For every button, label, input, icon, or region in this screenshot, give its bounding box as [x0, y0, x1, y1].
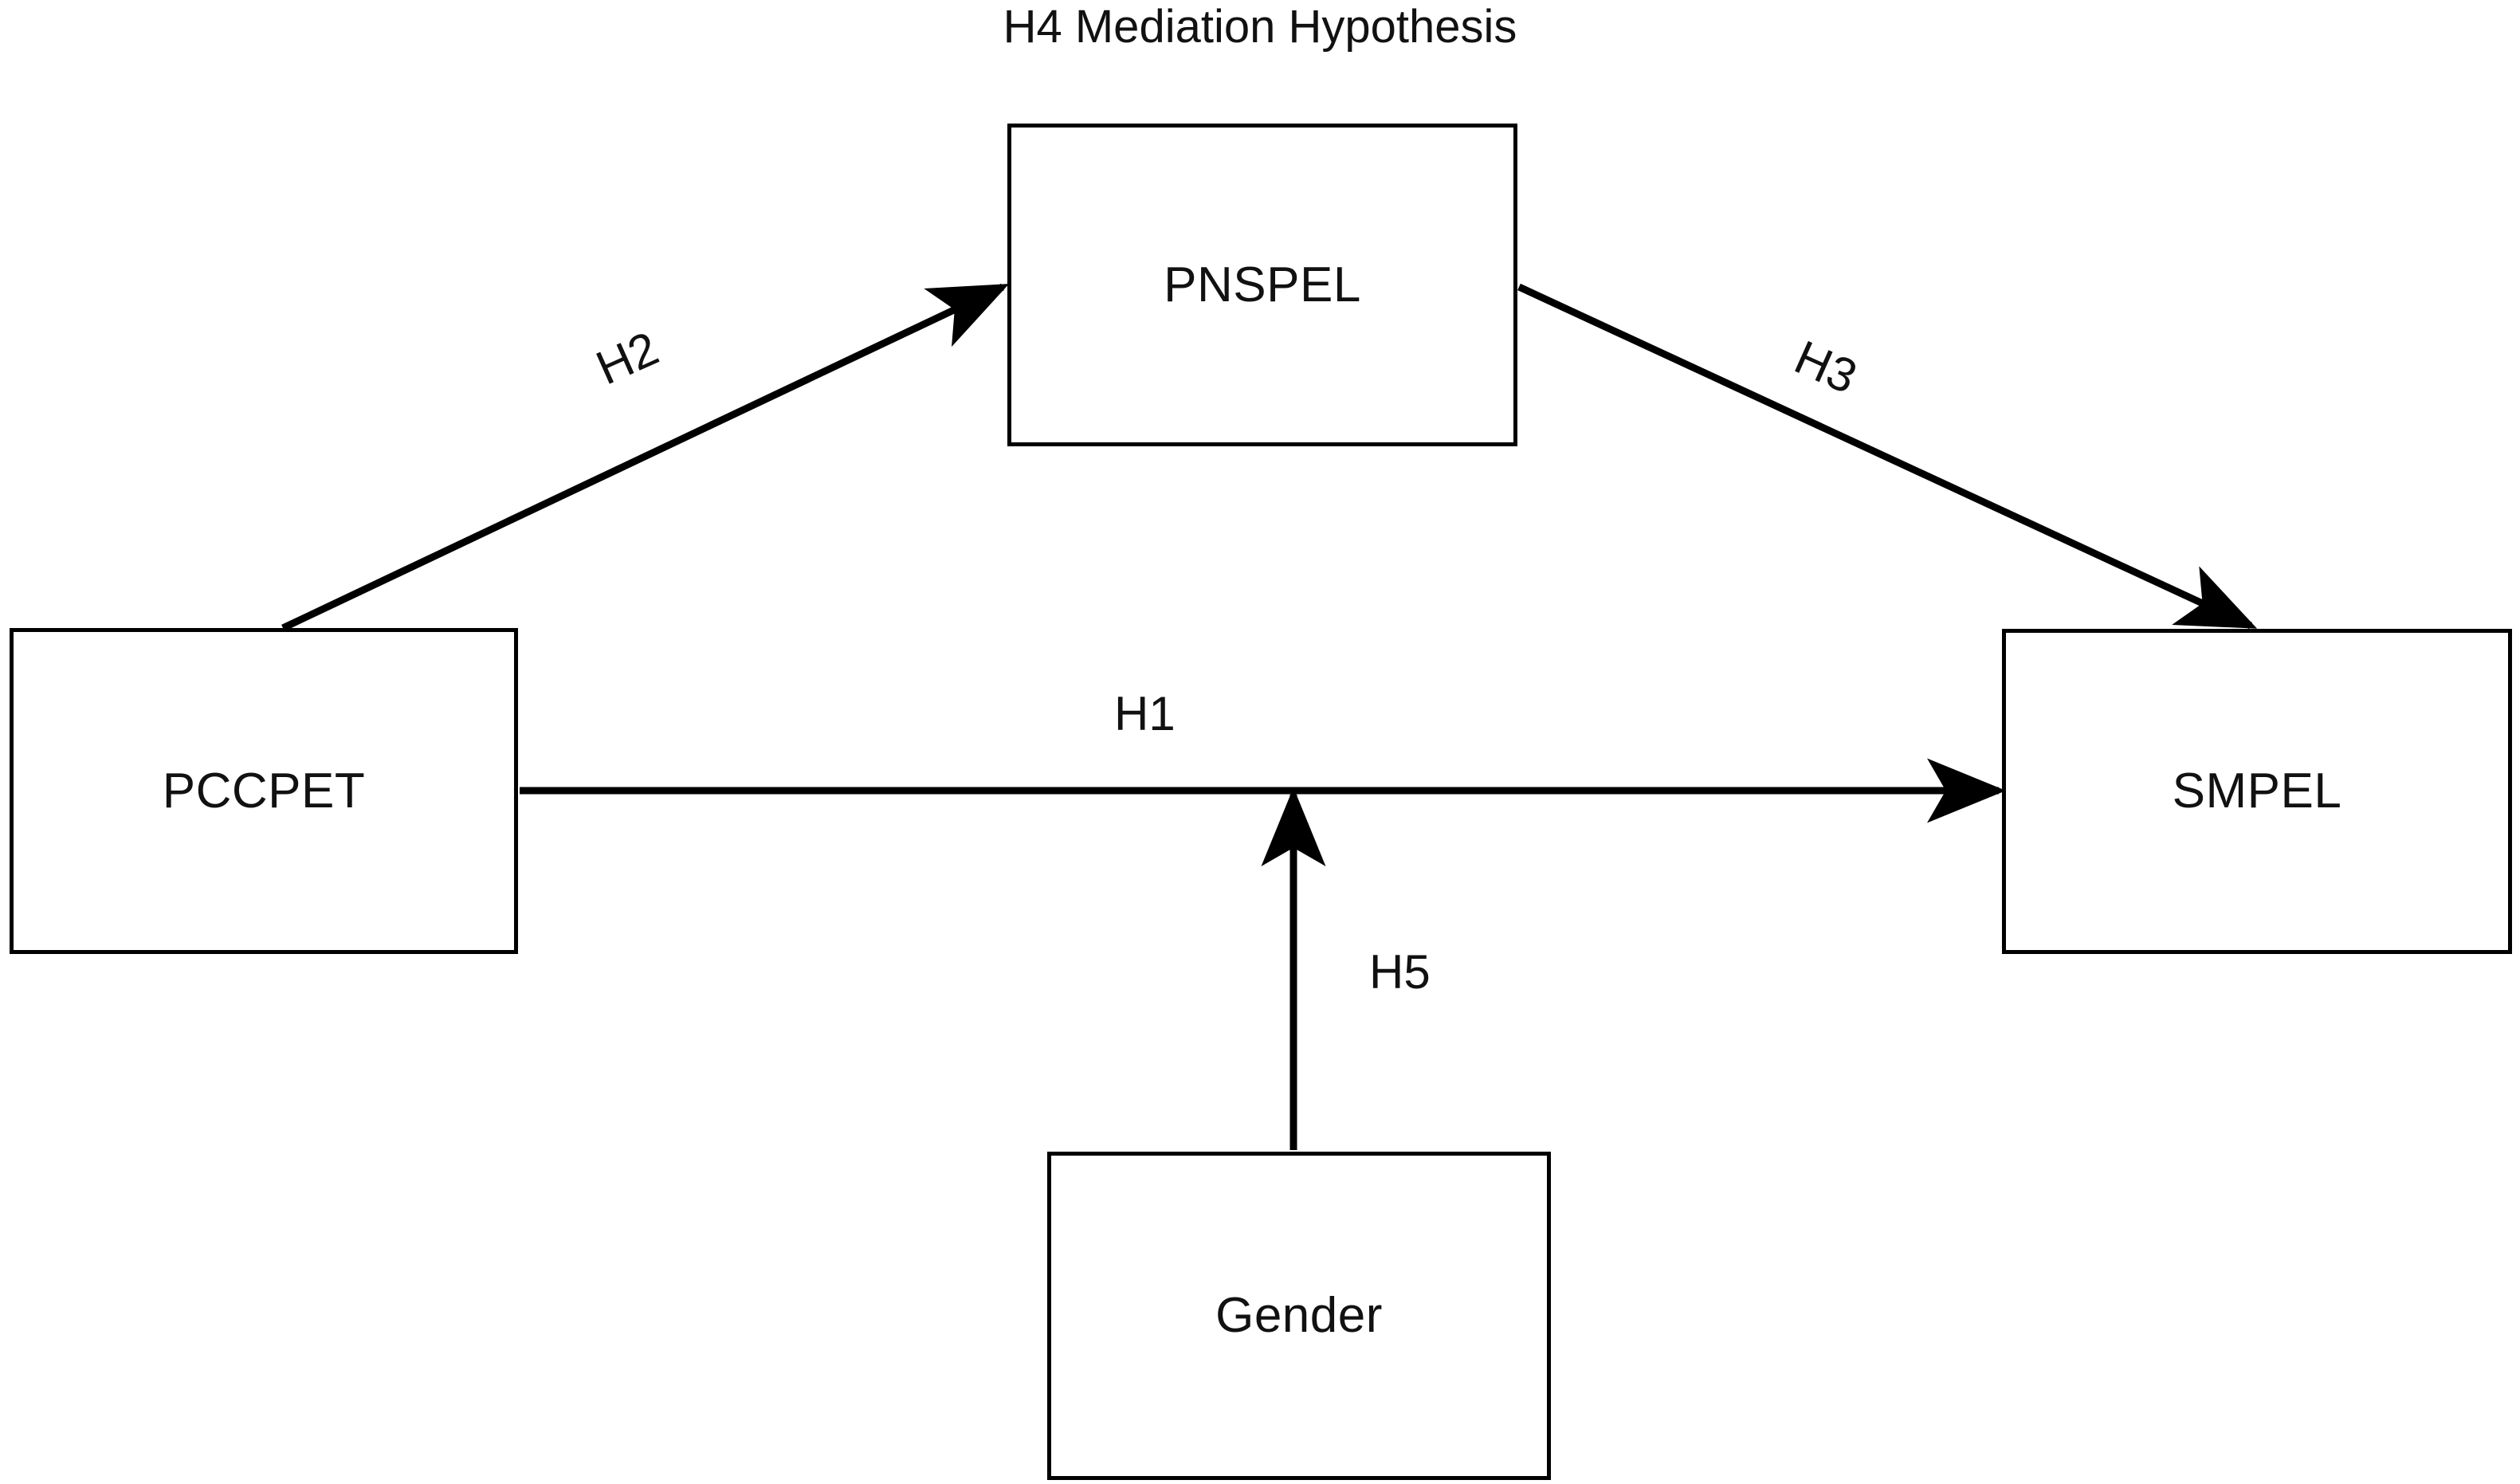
node-pccpet[interactable]: PCCPET: [10, 628, 518, 954]
node-gender[interactable]: Gender: [1047, 1152, 1551, 1480]
edge-h2-line: [281, 283, 1010, 632]
node-gender-label: Gender: [1215, 1288, 1383, 1343]
node-pnspel[interactable]: PNSPEL: [1007, 124, 1517, 446]
edge-label-h1: H1: [1114, 687, 1176, 740]
node-smpel-label: SMPEL: [2172, 764, 2342, 819]
node-pnspel-label: PNSPEL: [1164, 257, 1361, 312]
node-smpel[interactable]: SMPEL: [2002, 629, 2512, 954]
page-title: H4 Mediation Hypothesis: [1003, 1, 1517, 53]
edge-label-h5: H5: [1369, 945, 1431, 999]
edge-h3-line: [1517, 283, 2258, 630]
node-pccpet-label: PCCPET: [162, 763, 366, 819]
